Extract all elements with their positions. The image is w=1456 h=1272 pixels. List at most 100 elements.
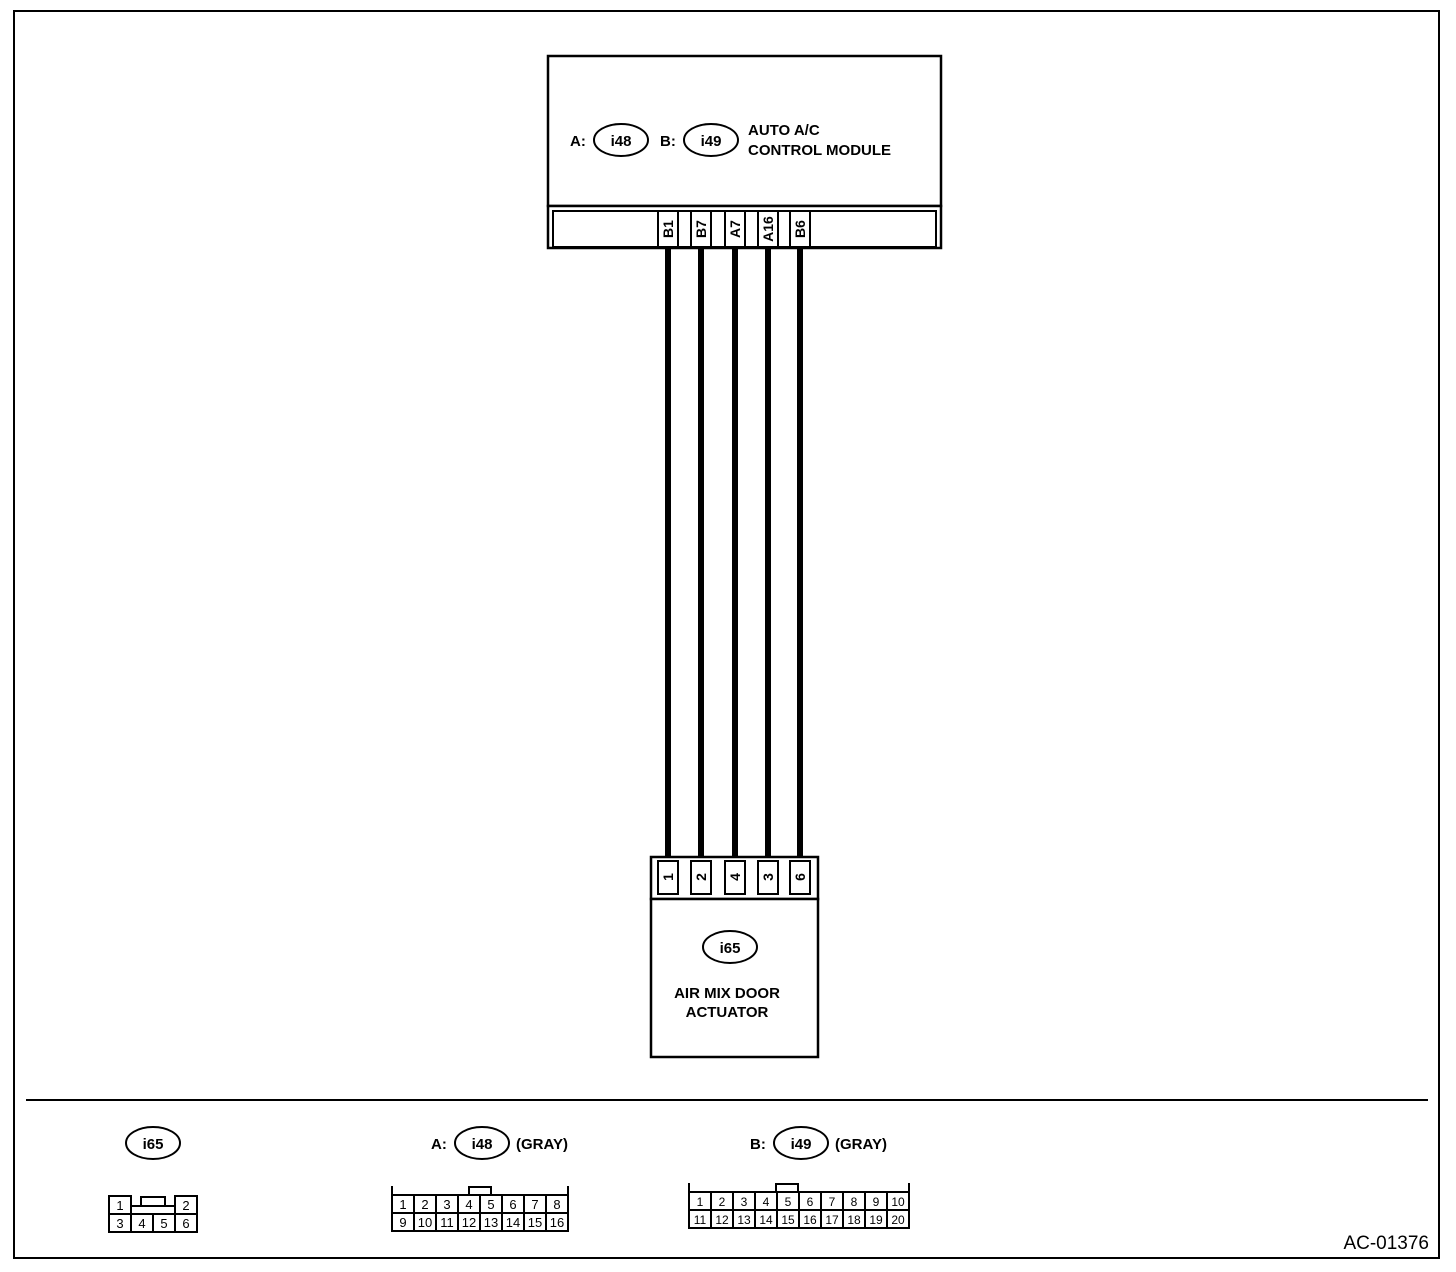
connector-pin-label: 16 [803,1213,817,1227]
connector-pin-label: 8 [553,1197,560,1212]
module-terminal-cell [789,210,811,248]
connector-pin-label: 2 [182,1198,189,1213]
legend-i49-badge [773,1126,829,1160]
legend-i48-id: i48 [472,1136,493,1153]
connector-pin-label: 5 [785,1195,792,1209]
connector-pin-label: 15 [528,1215,542,1230]
connector-pin-label: 11 [440,1215,454,1230]
module-terminal-cell [690,210,712,248]
module-conn-a-prefix: A: [570,133,586,150]
connector-pin-label: 12 [462,1215,476,1230]
connector-pin-label: 10 [891,1195,905,1209]
actuator-terminal-cell [690,860,712,895]
connector-pin-label: 11 [694,1213,707,1227]
outer-frame [13,10,1440,1259]
connector-pin-label: 12 [715,1213,729,1227]
module-terminal-label: B7 [693,220,709,238]
connector-pin-label: 16 [550,1215,564,1230]
actuator-conn-id: i65 [720,940,741,957]
module-terminal-label: A16 [760,216,776,242]
module-conn-a-id: i48 [611,133,632,150]
module-conn-b-id: i49 [701,133,722,150]
module-terminal-cell [657,210,679,248]
legend-i48-color: (GRAY) [516,1136,568,1153]
module-terminals: B1 B7 A7 A16 B6 [657,210,811,248]
module-conn-a-badge [593,123,649,157]
connector-pin-label: 9 [399,1215,406,1230]
connector-pin-label: 17 [825,1213,839,1227]
connector-pin-label: 6 [182,1216,189,1231]
connector-pin-label: 10 [418,1215,432,1230]
connector-pin-label: 8 [851,1195,858,1209]
actuator-terminal-label: 3 [760,873,776,881]
connector-pin-label: 3 [443,1197,450,1212]
legend-i65-id: i65 [143,1136,164,1153]
actuator-terminal-cell [789,860,811,895]
connector-pin-label: 5 [160,1216,167,1231]
connector-lock-tab [468,1186,492,1196]
figure-id: AC-01376 [1343,1233,1429,1254]
legend-i65-badge [125,1126,181,1160]
actuator-terminal-cell [757,860,779,895]
actuator-terminal-label: 6 [792,873,808,881]
module-name-line1: AUTO A/C [748,122,820,139]
module-terminal-label: B6 [792,220,808,238]
actuator-terminal-label: 2 [693,873,709,881]
module-conn-b-prefix: B: [660,133,676,150]
actuator-body [649,897,820,1059]
module-terminal-cell [757,210,779,248]
connector-lock-tab [775,1183,799,1193]
actuator-terminal-cell [657,860,679,895]
connector-pin-label: 5 [487,1197,494,1212]
connector-pin-label: 20 [891,1213,905,1227]
connector-pin-label: 7 [531,1197,538,1212]
actuator-terminal-cell [724,860,746,895]
module-name-line2: CONTROL MODULE [748,142,891,159]
actuator-terminal-label: 4 [727,873,743,881]
legend-i49-id: i49 [791,1136,812,1153]
connector-pin-label: 3 [741,1195,748,1209]
connector-pin-label: 2 [421,1197,428,1212]
legend-i49-color: (GRAY) [835,1136,887,1153]
actuator-conn-badge [702,930,758,964]
actuator-name-line1: AIR MIX DOOR [674,985,780,1002]
actuator-name-line2: ACTUATOR [686,1004,769,1021]
connector-pin-label: 1 [116,1198,123,1213]
connector-pin-label: 9 [873,1195,880,1209]
connector-lock-tab [140,1196,166,1207]
module-terminal-cell [724,210,746,248]
module-terminal-label: B1 [660,220,676,238]
control-module-body [546,54,943,208]
wire-harness [665,248,803,857]
connector-pin-label: 13 [484,1215,498,1230]
control-module: A: i48 B: i49 AUTO A/C CONTROL MODULE B1… [546,54,943,250]
connector-pin-label: 13 [737,1213,751,1227]
connector-pin-label: 6 [509,1197,516,1212]
connector-pin-label: 7 [829,1195,836,1209]
connector-pin-label: 14 [506,1215,520,1230]
connector-pin-label: 4 [465,1197,472,1212]
connector-pin-label: 18 [847,1213,861,1227]
module-conn-b-badge [683,123,739,157]
legend-i48-badge [454,1126,510,1160]
connector-pin-label: 15 [781,1213,795,1227]
legend-i49-prefix: B: [750,1136,766,1153]
connector-pin-label: 19 [869,1213,883,1227]
connector-pin-label: 6 [807,1195,814,1209]
connector-pin-label: 2 [719,1195,726,1209]
connector-pin-label: 1 [399,1197,406,1212]
legend-i48-prefix: A: [431,1136,447,1153]
connector-pin-label: 1 [697,1195,704,1209]
connector-pin-label: 4 [763,1195,770,1209]
connector-pin-label: 4 [138,1216,145,1231]
module-terminal-label: A7 [727,220,743,238]
